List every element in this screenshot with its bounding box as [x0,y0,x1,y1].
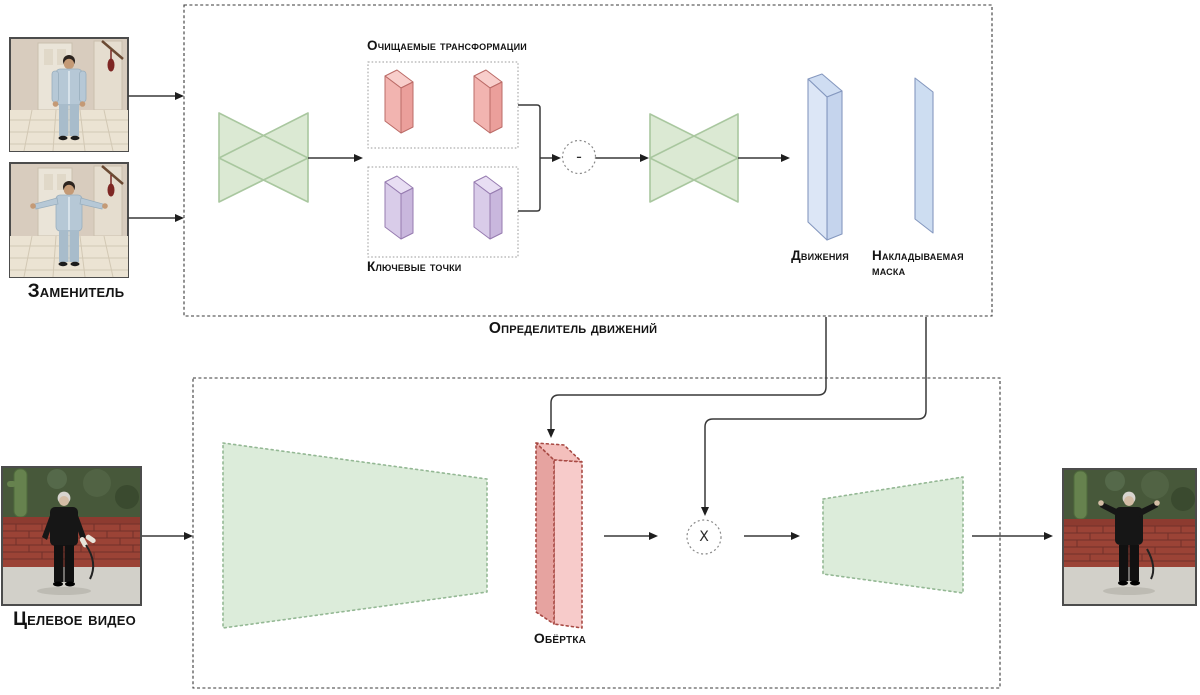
person-figure [42,491,96,587]
generator-box [192,377,1001,689]
merge-bracket [518,104,541,212]
motion-detector-label: Определитель движений [488,320,658,337]
subtract-symbol: - [576,147,582,166]
warp-label: Обёртка [533,630,587,646]
warp-volume [535,442,583,629]
keypoints-box [367,166,519,258]
person-figure [30,181,108,267]
driving-frame-1-image [9,37,129,152]
generator-decoder-trapezoid [822,476,964,594]
person-figure [1098,491,1160,586]
driving-frame-2-image [9,162,129,278]
overlay-mask-label: Накладываемая маска [872,248,964,279]
overlay-mask-plane [914,77,934,234]
target-video-image [1,466,142,606]
connector-mask-to-multiply [704,317,927,507]
motion-detector-box [183,4,993,317]
subtract-circle [561,139,597,175]
keypoints-label: Ключевые точки [367,259,462,274]
arrows [128,92,1053,540]
hourglass-autoencoder-1-icon [218,112,309,203]
keypoint-block-1 [384,175,414,240]
target-video-label: Целевое видео [13,609,136,630]
substitute-label: Заменитель [27,281,125,302]
person-figure [51,55,87,141]
connector-motions-to-warp [550,317,827,429]
transformations-label: Очищаемые трансформации [367,38,527,53]
transformations-box [367,61,519,149]
tassel-decoration [101,40,124,72]
transformation-block-2 [473,69,503,134]
keypoint-block-2 [473,175,503,240]
generator-encoder-trapezoid [222,442,488,629]
multiply-circle [686,519,722,555]
output-frame-image [1062,468,1197,606]
multiply-symbol: X [699,529,709,545]
motions-volume [807,73,843,241]
transformation-block-1 [384,69,414,134]
hourglass-autoencoder-2-icon [649,113,739,203]
tassel-decoration [101,165,124,197]
motions-label: Движения [791,248,849,263]
